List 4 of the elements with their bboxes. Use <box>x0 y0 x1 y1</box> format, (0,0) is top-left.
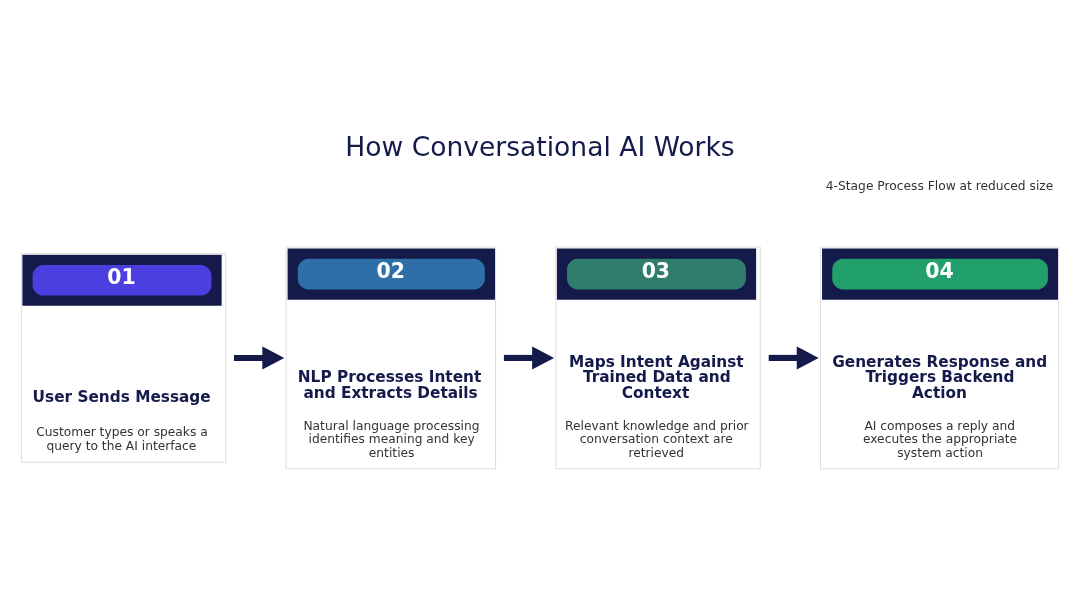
diagram-title: How Conversational AI Works <box>345 130 735 162</box>
arrow <box>503 345 555 369</box>
arrow <box>768 345 819 369</box>
label: 4-Stage Process Flow at reduced size <box>825 178 1054 193</box>
